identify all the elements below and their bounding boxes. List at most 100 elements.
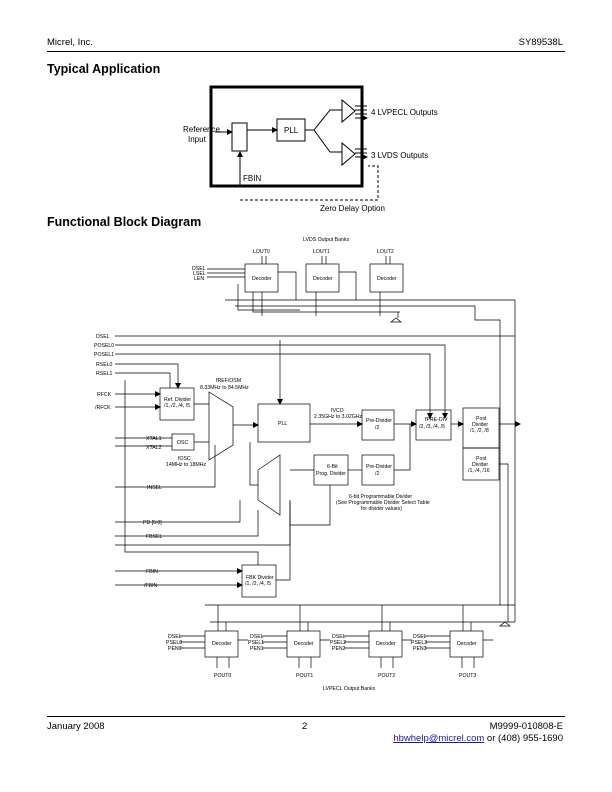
lvpecl-buffer — [341, 98, 356, 124]
len-label: LEN — [194, 276, 204, 282]
bank0-psel: PSEL0 — [166, 640, 182, 646]
lvds-buffer — [341, 141, 356, 167]
lvds-outputs-label: 3 LVDS Outputs — [371, 151, 428, 160]
functional-block-diagram — [115, 256, 521, 668]
posel0-label: POSEL0 — [94, 343, 114, 349]
lvds-decoder-1-label: Decoder — [313, 276, 333, 282]
pre-divider-2 — [361, 454, 395, 486]
bank3-psel: PSEL3 — [411, 640, 427, 646]
pre-divider-2-label-1: Pre-Divider — [366, 464, 392, 470]
lvds-banks-label: LVDS Output Banks — [303, 237, 349, 243]
fbin-input-label: FBIN — [146, 569, 158, 575]
bank1-psel: PSEL1 — [248, 640, 264, 646]
fbsel-label: FBSEL — [146, 534, 163, 540]
prog-divider-label-1: 6-Bit — [327, 464, 338, 470]
rsel0-label: RSEL0 — [96, 362, 113, 368]
lvpecl-banks-label: LVPECL Output Banks — [323, 686, 376, 692]
bank0-dsel: DSEL — [168, 634, 182, 640]
support-phone: or (408) 955-1690 — [484, 733, 563, 744]
nfbin-input-label: /FBIN — [144, 583, 158, 589]
pout0-label: POUT0 — [214, 673, 231, 679]
bank2-dsel: DSEL — [332, 634, 346, 640]
lout1-label: LOUT1 — [313, 249, 330, 255]
pd-label: PD [5:0] — [143, 520, 162, 526]
xtal2-label: XTAL2 — [146, 445, 162, 451]
lvpecl-decoder-2-label: Decoder — [376, 641, 396, 647]
post-divider-a-label-1: Post — [476, 416, 487, 422]
zero-delay-label: Zero Delay Option — [320, 204, 385, 213]
xtal1-label: XTAL1 — [146, 436, 162, 442]
lvpecl-decoder-1 — [286, 630, 321, 658]
pout1-label: POUT1 — [296, 673, 313, 679]
post-divider-b-label-1: Post — [476, 456, 487, 462]
bank3-pen: PEN3 — [413, 646, 427, 652]
section-title-typical-application: Typical Application — [47, 62, 161, 76]
bank2-psel: PSEL2 — [330, 640, 346, 646]
prog-divider-block — [313, 454, 349, 486]
lvds-decoder-0 — [244, 263, 279, 293]
posel1-label: POSEL1 — [94, 352, 114, 358]
lvpecl-outputs-label: 4 LVPECL Outputs — [371, 108, 438, 117]
rfck-label: RFCK — [97, 392, 112, 398]
feedback-mux — [257, 454, 281, 516]
fbk-divider-label-2: /1, /2, /4, /5 — [245, 581, 271, 587]
input-mux-block — [231, 122, 248, 152]
fbin-label: FBIN — [243, 174, 261, 183]
pll-block-main — [257, 403, 311, 443]
pout3-label: POUT3 — [459, 673, 476, 679]
support-email-link[interactable]: hbwhelp@micrel.com — [393, 733, 485, 744]
lsel-label: LSEL — [193, 271, 206, 277]
typical-application-diagram — [209, 85, 379, 201]
bank1-pen: PEN1 — [250, 646, 264, 652]
pre-divider-1-label-1: Pre-Divider — [366, 418, 392, 424]
lvds-decoder-2-label: Decoder — [377, 276, 397, 282]
pre-divider-1-label-2: /2 — [375, 425, 379, 431]
pll-main-label: PLL — [278, 421, 287, 427]
prog-divider-label-2: Prog. Divider — [316, 471, 346, 477]
pre-divider-1 — [361, 409, 395, 441]
pout2-label: POUT2 — [378, 673, 395, 679]
input-mux — [208, 391, 234, 461]
pre-divider-2-label-2: /2 — [375, 471, 379, 477]
footer-date: January 2008 — [47, 721, 105, 732]
lvpecl-decoder-3 — [449, 630, 484, 658]
bank0-pen: PEN0 — [168, 646, 182, 652]
post-divider-a-label-3: /1, /2, /8 — [470, 428, 489, 434]
lvpecl-decoder-3-label: Decoder — [457, 641, 477, 647]
header-company: Micrel, Inc. — [47, 37, 93, 48]
section-title-functional-block-diagram: Functional Block Diagram — [47, 215, 202, 229]
footer-rule — [47, 716, 565, 717]
footer-doc-number: M9999-010808-E — [489, 721, 563, 732]
fref-symbol: fREF/OSM — [216, 378, 241, 384]
ref-divider-label-2: /1, /2, /4, /5 — [164, 403, 190, 409]
mid-divider-label: /2, /3, /4, /5 — [419, 424, 445, 430]
fvco-symbol: fVCO — [331, 408, 344, 414]
fbk-divider-block — [241, 564, 277, 598]
prog-note-2: (See Programmable Divider Select Table — [336, 500, 430, 506]
post-divider-a-label-2: Divider — [472, 422, 488, 428]
fprediv-symbol: fPRE-DIV — [425, 417, 448, 423]
footer-contact: hbwhelp@micrel.com or (408) 955-1690 — [393, 733, 563, 744]
footer-page-number: 2 — [302, 721, 308, 732]
fosc-symbol: fOSC — [178, 456, 191, 462]
nrfck-label: /RFCK — [95, 405, 111, 411]
mid-divider — [415, 409, 452, 441]
lout0-label: LOUT0 — [253, 249, 270, 255]
dsel-top-label: DSEL — [192, 266, 206, 272]
fref-range: 8.33MHz to 84.5MHz — [200, 385, 249, 391]
prog-note-3: for divider values) — [361, 506, 402, 512]
ref-divider-label-1: Ref. Divider — [164, 397, 191, 403]
post-divider-b-label-3: /1, /4, /16 — [468, 468, 490, 474]
fbk-divider-label-1: FBK Divider — [246, 575, 274, 581]
rsel1-label: RSEL1 — [96, 371, 113, 377]
osc-label: OSC — [177, 440, 188, 446]
insel-label: INSEL — [147, 485, 162, 491]
bank3-dsel: DSEL — [413, 634, 427, 640]
device-outline — [209, 85, 364, 188]
prog-note-1: 6-bit Programmable Divider — [349, 494, 412, 500]
bank1-dsel: DSEL — [250, 634, 264, 640]
reference-input-label-1: Reference — [183, 125, 220, 134]
post-divider-b-label-2: Divider — [472, 462, 488, 468]
header-rule — [47, 51, 565, 52]
